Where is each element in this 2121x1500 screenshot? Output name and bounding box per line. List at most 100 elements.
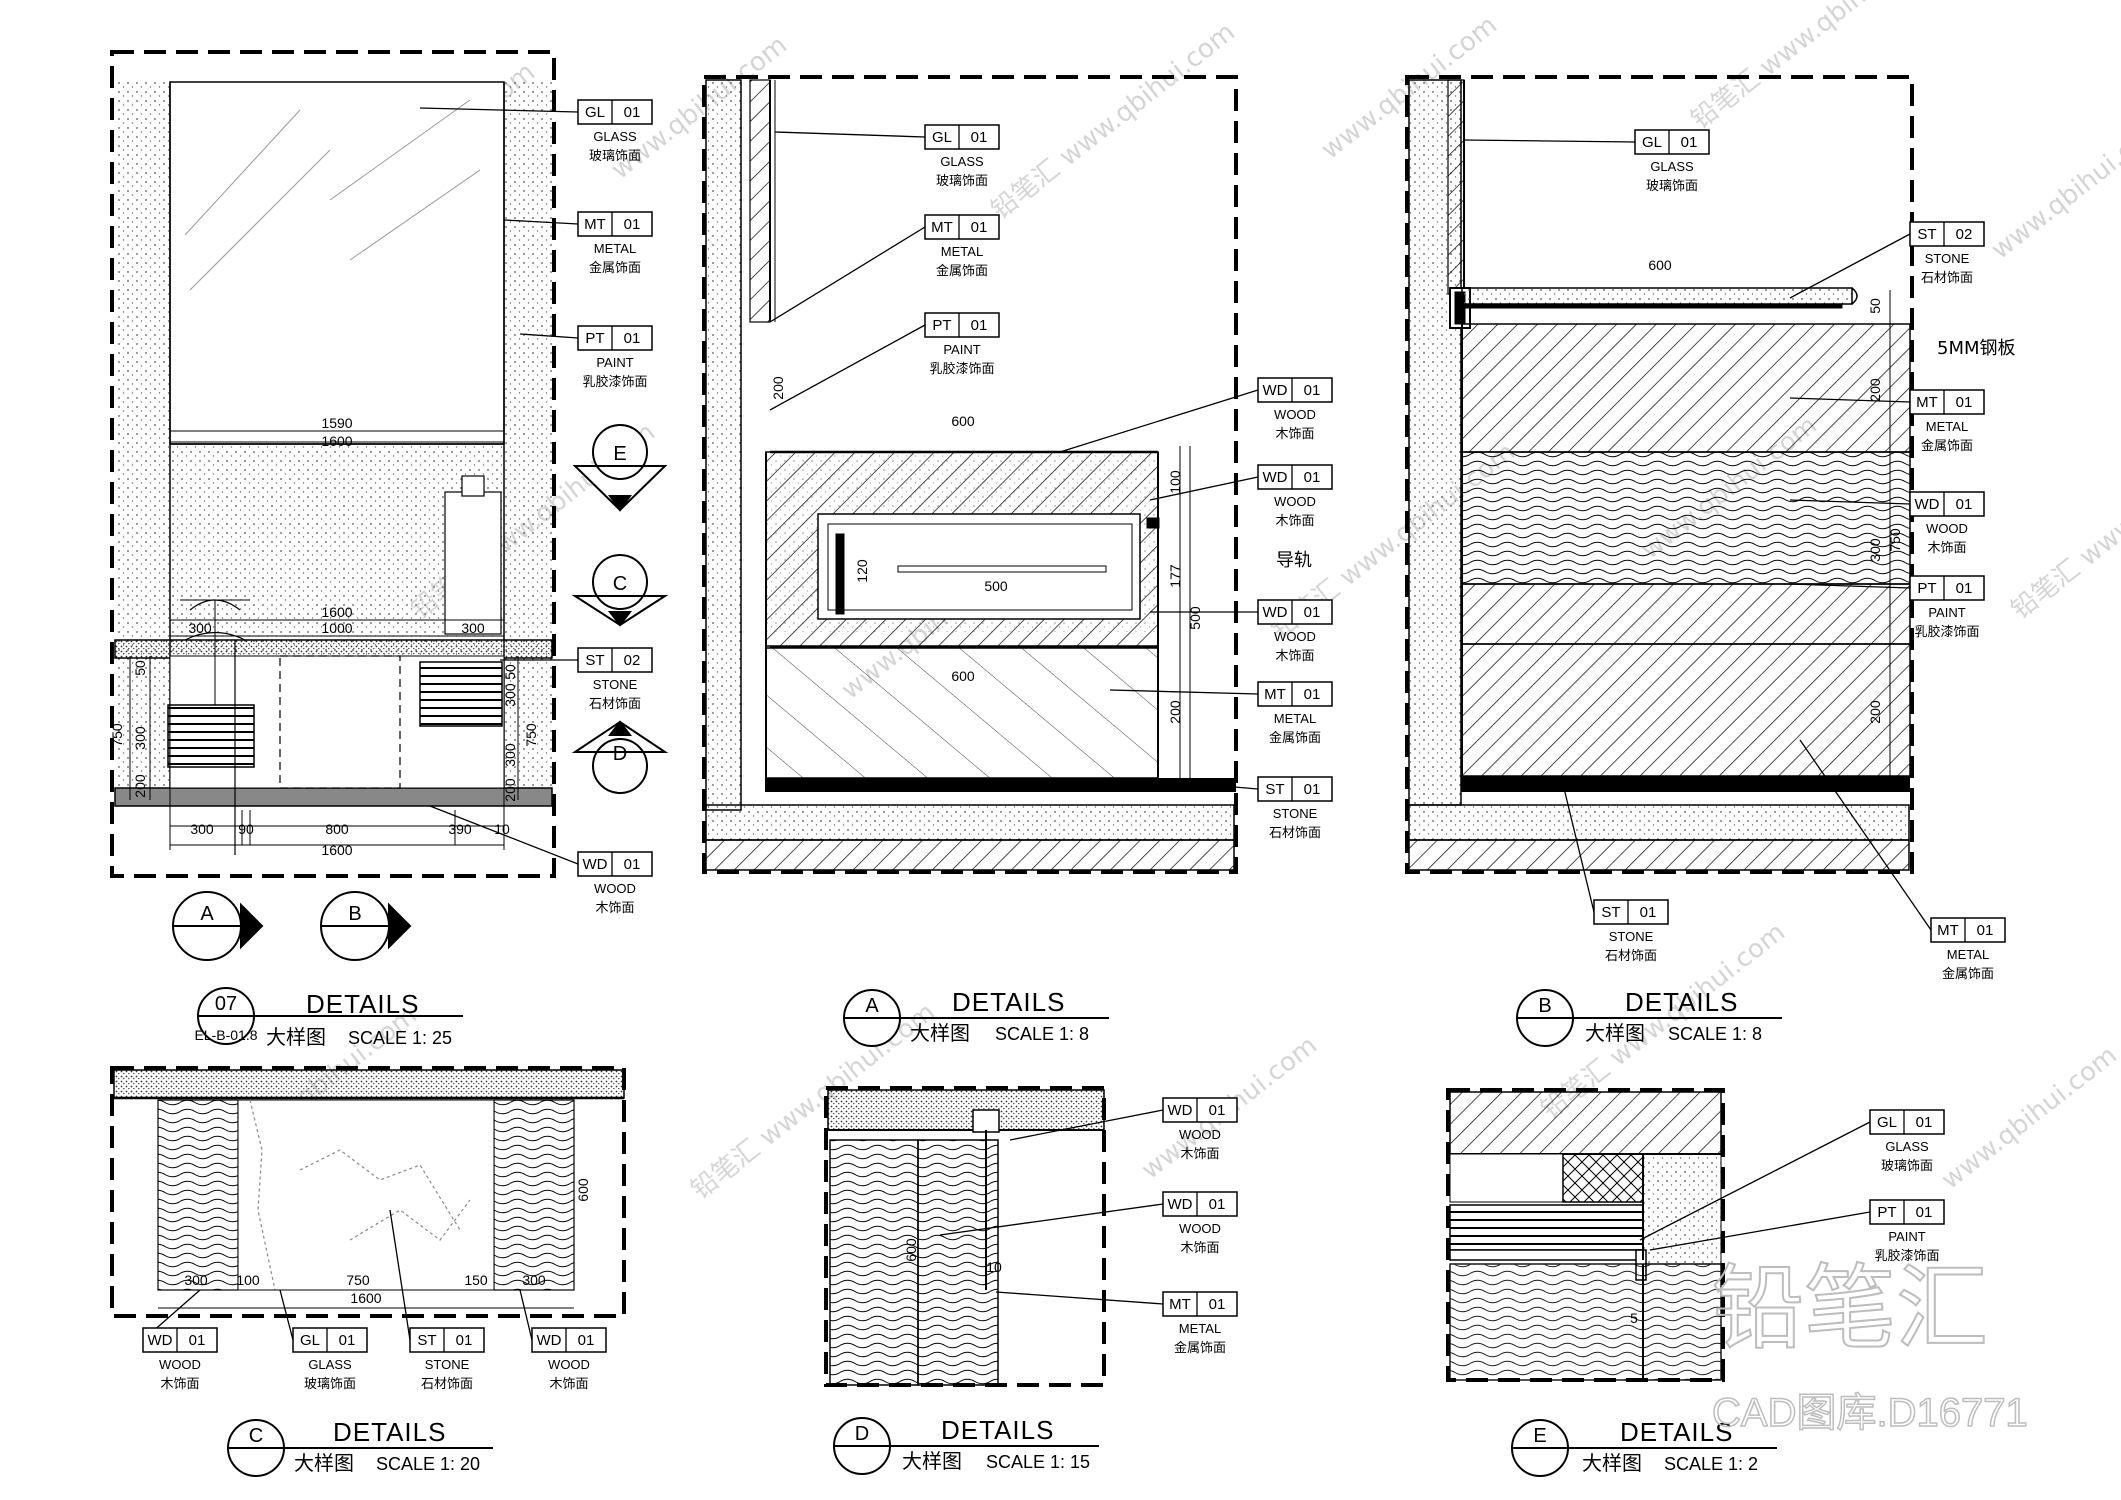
tag-material-cn: 石材饰面: [1269, 826, 1321, 841]
tag-code: ST: [1917, 226, 1936, 243]
tag-material-en: STONE: [1609, 929, 1654, 944]
dim-90: 90: [238, 821, 254, 837]
brand-block: 铅笔汇 CAD图库.D16771: [1711, 1254, 2028, 1436]
title-B-cn: 大样图: [1585, 1021, 1645, 1045]
tag-material-cn: 木饰面: [1275, 427, 1314, 442]
tag-material-cn: 乳胶漆饰面: [582, 374, 647, 390]
panel-B-dimensions: 600 50 200 300 750 200 5MM钢板: [1648, 257, 2015, 724]
title-E: E DETAILS 大样图 SCALE 1: 2: [1511, 1417, 1777, 1477]
tag-code: MT: [931, 219, 953, 236]
tag-code: WD: [1168, 1196, 1193, 1213]
title-B: B DETAILS 大样图 SCALE 1: 8: [1516, 987, 1782, 1047]
title-07-scale: SCALE 1: 25: [348, 1028, 452, 1048]
dim-300: 300: [502, 743, 518, 767]
tag-material-cn: 木饰面: [1275, 514, 1314, 529]
tag-material-en: WOOD: [1274, 407, 1316, 422]
dim-200: 200: [1167, 700, 1183, 724]
tag-material-cn: 乳胶漆饰面: [1914, 624, 1979, 640]
tag-code: PT: [1877, 1204, 1896, 1221]
tag-material-cn: 金属饰面: [1269, 730, 1321, 746]
tag-material-en: METAL: [1926, 419, 1968, 434]
dim-200: 200: [502, 778, 518, 802]
section-marker-C-label: C: [613, 573, 627, 595]
tag-number: 01: [339, 1332, 356, 1349]
tag-number: 02: [624, 652, 641, 669]
tag-material-en: WOOD: [1274, 629, 1316, 644]
watermark-text: 铅笔汇 www.qbihui.com: [1686, 0, 1941, 136]
tag-material-cn: 木饰面: [160, 1377, 199, 1392]
tag-code: GL: [1642, 134, 1662, 151]
tag-code: MT: [1937, 922, 1959, 939]
dim-1600: 1600: [321, 604, 352, 620]
tag-number: 01: [1304, 382, 1321, 399]
tag-material-en: METAL: [594, 241, 636, 256]
tag-material-cn: 玻璃饰面: [936, 174, 988, 189]
tag-number: 01: [971, 317, 988, 334]
tag-material-en: PAINT: [943, 342, 980, 357]
tag-material-cn: 金属饰面: [1921, 438, 1973, 454]
title-C-heading: DETAILS: [333, 1417, 446, 1447]
tag-material-cn: 木饰面: [595, 901, 634, 916]
tag-material-en: GLASS: [1885, 1139, 1929, 1154]
panel-A-dimensions: 600 600 500 120 200 200 100 177 500 导轨: [770, 376, 1312, 724]
tag-number: 01: [1977, 922, 1994, 939]
tag-code: MT: [1264, 686, 1286, 703]
section-marker-E-label: E: [613, 443, 626, 465]
watermark-text: 铅笔汇 www.qbihui.com: [986, 17, 1241, 225]
tag-number: 01: [1209, 1296, 1226, 1313]
section-marker-B: B: [320, 891, 412, 961]
tag-number: 01: [624, 104, 641, 121]
tag-material-en: WOOD: [1179, 1127, 1221, 1142]
dim-100: 100: [236, 1272, 260, 1288]
tag-material-en: WOOD: [594, 881, 636, 896]
title-C-scale: SCALE 1: 20: [376, 1454, 480, 1474]
tag-material-cn: 金属饰面: [1174, 1340, 1226, 1356]
tag-number: 01: [624, 330, 641, 347]
tag-material-cn: 木饰面: [1275, 649, 1314, 664]
dim-750: 750: [109, 723, 125, 747]
tag-code: WD: [1263, 382, 1288, 399]
section-marker-A: A: [172, 891, 264, 961]
dim-200: 200: [770, 376, 786, 400]
title-C-cn: 大样图: [294, 1451, 354, 1475]
tag-code: WD: [583, 856, 608, 873]
panel-E-dimensions: 5: [1630, 1310, 1638, 1326]
dim-600: 600: [575, 1178, 591, 1202]
tag-number: 01: [1640, 904, 1657, 921]
tag-material-en: STONE: [425, 1357, 470, 1372]
title-E-scale: SCALE 1: 2: [1664, 1454, 1758, 1474]
dim-750: 750: [523, 723, 539, 747]
title-D-heading: DETAILS: [941, 1415, 1054, 1445]
dim-300: 300: [502, 683, 518, 707]
dim-120: 120: [854, 559, 870, 583]
section-marker-D-label: D: [613, 743, 627, 765]
title-C: C DETAILS 大样图 SCALE 1: 20: [227, 1417, 493, 1477]
title-E-heading: DETAILS: [1620, 1417, 1733, 1447]
dim-10: 10: [986, 1259, 1002, 1275]
dim-1590: 1590: [321, 415, 352, 431]
tag-material-cn: 玻璃饰面: [304, 1377, 356, 1392]
tag-material-cn: 玻璃饰面: [1881, 1159, 1933, 1174]
dim-600: 600: [1648, 257, 1672, 273]
tag-number: 01: [624, 216, 641, 233]
tag-code: GL: [1877, 1114, 1897, 1131]
watermark-text: www.qbihui.com: [1936, 1040, 2121, 1195]
dim-1600: 1600: [321, 842, 352, 858]
dim-300: 300: [1867, 538, 1883, 562]
title-A: A DETAILS 大样图 SCALE 1: 8: [843, 987, 1109, 1047]
section-marker-C: C: [571, 554, 669, 627]
dim-800: 800: [325, 821, 349, 837]
brand-code: CAD图库.D16771: [1712, 1391, 2028, 1435]
title-A-scale: SCALE 1: 8: [995, 1024, 1089, 1044]
